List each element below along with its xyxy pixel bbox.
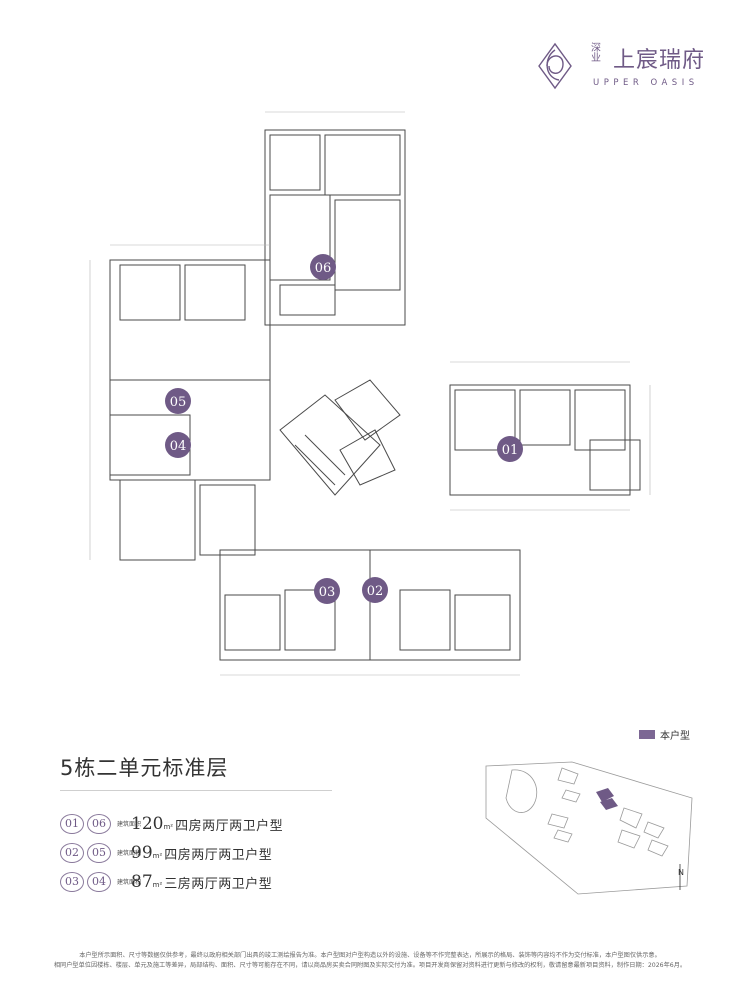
area-tag: 建筑面积 — [117, 878, 142, 886]
area-unit: m² — [152, 881, 163, 889]
floor-title: 5栋二单元标准层 — [60, 756, 229, 780]
unit-badge-01: 01 — [497, 436, 523, 462]
north-label: N — [678, 868, 684, 877]
legend-swatch — [639, 730, 655, 739]
unit-badge-05: 05 — [165, 388, 191, 414]
area-unit: m² — [152, 852, 163, 860]
unit-badge-03: 03 — [314, 578, 340, 604]
site-plan — [485, 761, 693, 895]
svg-text:03: 03 — [319, 585, 336, 600]
legend: 本户型 — [639, 727, 690, 742]
brand-english: UPPER OASIS — [593, 78, 699, 88]
unit-number: 04 — [87, 872, 111, 892]
footnote: 本户型所示面积、尺寸等数据仅供参考，最终以政府相关部门出具的竣工测绘报告为准。本… — [38, 951, 702, 971]
unit-badge-02: 02 — [362, 577, 388, 603]
brand-name: 上宸瑞府 — [613, 48, 706, 73]
area-value: 120 — [131, 814, 164, 834]
unit-type-row: 03 04 建筑面积 87 m² 三房两厅两卫户型 — [60, 872, 272, 892]
footnote-line: 相同户型单位因楼栋、楼层、单元及施工等差异，局部结构、面积、尺寸等可能存在不同，… — [53, 962, 687, 969]
unit-badge-04: 04 — [165, 432, 191, 458]
svg-text:02: 02 — [367, 584, 384, 599]
unit-number: 03 — [60, 872, 84, 892]
brand-logo-icon — [538, 42, 572, 90]
floor-plan: 06 05 04 01 03 02 — [89, 111, 651, 676]
area-value: 87 — [131, 872, 153, 892]
unit-number: 05 — [87, 843, 111, 863]
legend-label: 本户型 — [660, 731, 690, 742]
footnote-line: 本户型所示面积、尺寸等数据仅供参考，最终以政府相关部门出具的竣工测绘报告为准。本… — [79, 952, 661, 959]
area-tag: 建筑面积 — [117, 820, 142, 828]
unit-number: 06 — [87, 814, 111, 834]
svg-text:06: 06 — [315, 261, 332, 276]
area-value: 99 — [131, 843, 153, 863]
unit-number: 01 — [60, 814, 84, 834]
unit-type-desc: 四房两厅两卫户型 — [175, 818, 284, 834]
unit-number: 02 — [60, 843, 84, 863]
unit-badge-06: 06 — [310, 254, 336, 280]
svg-text:01: 01 — [502, 443, 519, 458]
area-unit: m² — [163, 823, 174, 831]
svg-text:05: 05 — [170, 395, 187, 410]
area-tag: 建筑面积 — [117, 849, 142, 857]
unit-type-desc: 四房两厅两卫户型 — [164, 847, 273, 863]
title-divider — [60, 790, 332, 791]
unit-type-desc: 三房两厅两卫户型 — [164, 876, 273, 892]
svg-text:04: 04 — [170, 439, 187, 454]
unit-type-row: 02 05 建筑面积 99 m² 四房两厅两卫户型 — [60, 843, 272, 863]
unit-type-row: 01 06 建筑面积 120 m² 四房两厅两卫户型 — [60, 814, 283, 834]
brand-prefix: 深业 — [591, 43, 601, 64]
